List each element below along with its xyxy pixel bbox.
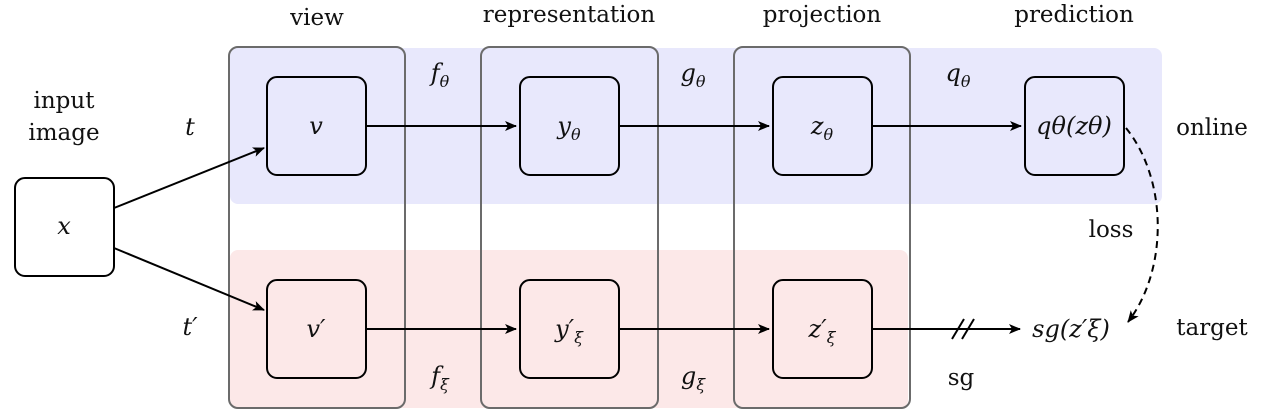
target-encoder-sub: ξ [440,375,450,394]
online-projector-label: gθ [680,59,705,91]
input-node-label: x [57,212,71,240]
online-view-node-box [266,76,367,176]
column-header-view: view [289,5,344,31]
input-label-line1: input [34,88,96,114]
online-projection-node-label: zθ [810,112,834,144]
loss-arrow [1125,127,1159,323]
column-header-projection: projection [763,2,882,28]
target-representation-node-box [519,279,620,379]
target-projection-node-label: z′ξ [808,315,837,347]
target-view-node-base: v′ [306,315,326,343]
augmentation-target-label: t′ [182,313,198,341]
online-view-node-base: v [309,112,323,140]
online-view-node-label: v [309,112,323,140]
column-header-prediction: prediction [1014,2,1134,28]
online-predictor-label: qθ [945,59,970,91]
online-encoder-sub: θ [440,72,450,91]
stop-gradient-slash-1 [951,318,965,340]
edge-input-to-online-view [113,147,265,209]
target-representation-node-label: y′ξ [554,315,584,347]
target-projection-node-base: z′ [808,315,828,343]
augmentation-online-label: t [185,113,195,141]
target-projection-node-sub: ξ [827,328,837,347]
target-representation-node-base: y′ [554,315,575,343]
stop-gradient-slash-2 [961,318,975,340]
target-projector-base: g [681,362,696,390]
view-column-box [228,46,406,409]
online-prediction-node-label: qθ(zθ) [1036,112,1112,140]
target-projector-label: gξ [681,362,706,394]
input-label-line2: image [28,120,99,146]
row-label-online: online [1176,115,1248,141]
online-predictor-base: q [945,59,960,87]
target-view-node-box [266,279,367,379]
target-projection-node-box [772,279,873,379]
online-projection-node-base: z [810,112,824,140]
edge-input-to-target-view [113,247,265,311]
projection-column-box [733,46,911,409]
online-representation-node-sub: θ [571,125,581,144]
online-projection-node-box [772,76,873,176]
online-predictor-sub: θ [961,72,971,91]
online-prediction-node-box [1024,76,1125,176]
online-projector-sub: θ [696,72,706,91]
online-representation-node-label: yθ [556,112,581,144]
online-projector-base: g [680,59,695,87]
row-label-target: target [1176,315,1248,341]
online-representation-node-base: y [556,112,571,140]
stop-gradient-label: sg [948,365,975,391]
target-output-label: sg(z′ξ) [1032,315,1110,343]
target-projector-sub: ξ [696,375,706,394]
column-header-representation: representation [483,2,656,28]
input-node-box [14,177,115,277]
representation-column-box [480,46,659,409]
loss-label: loss [1089,217,1134,243]
target-view-node-label: v′ [306,315,326,343]
online-projection-node-sub: θ [824,125,834,144]
target-representation-node-sub: ξ [574,328,584,347]
online-representation-node-box [519,76,620,176]
